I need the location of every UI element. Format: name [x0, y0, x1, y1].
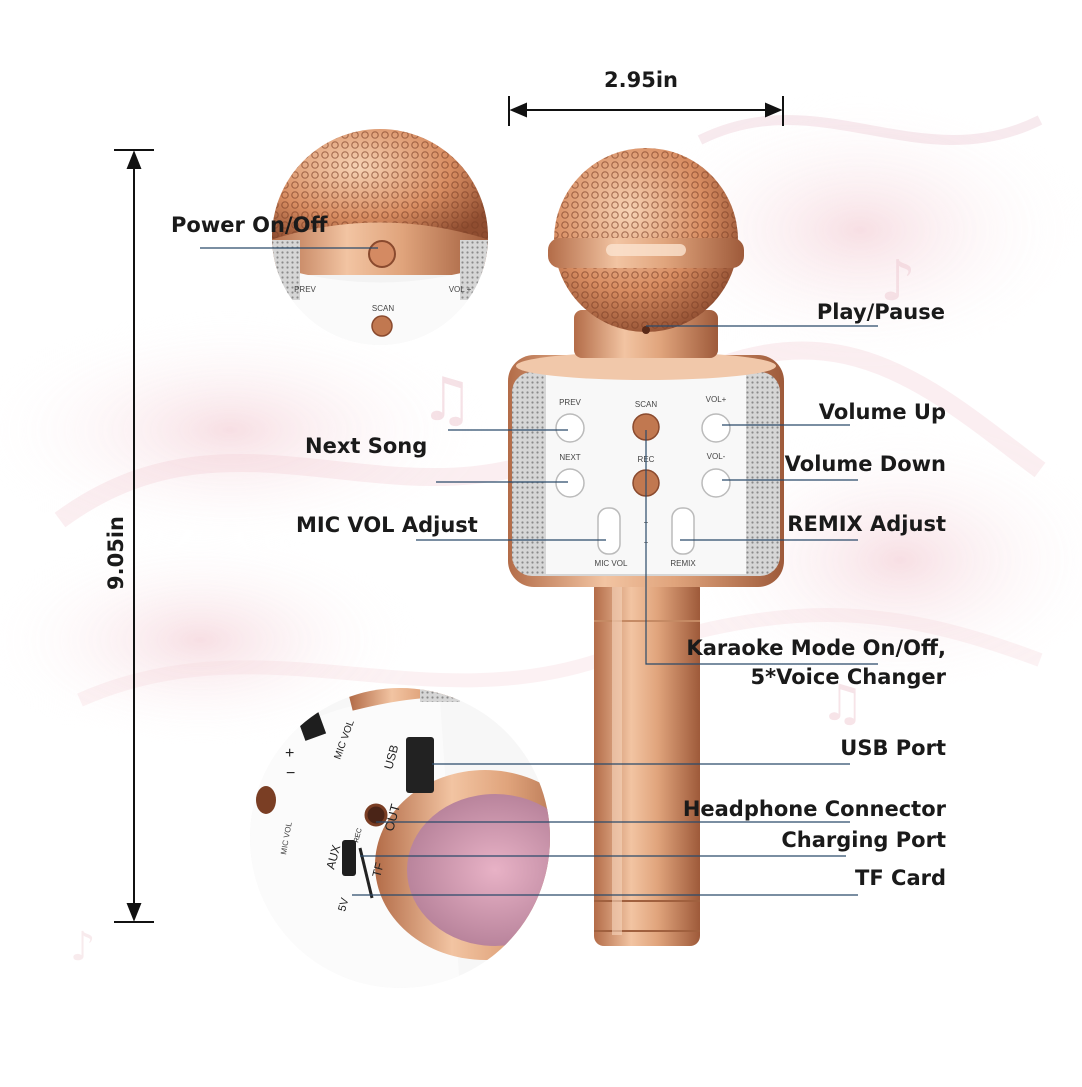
inset-prev-label: PREV — [294, 285, 316, 294]
callout-volume-up: Volume Up — [818, 400, 946, 424]
mic-vol-slider[interactable]: MIC VOL — [595, 507, 628, 568]
charging-port[interactable] — [342, 840, 356, 876]
callout-play-pause: Play/Pause — [816, 300, 945, 324]
callout-karaoke-line2: 5*Voice Changer — [750, 665, 946, 689]
mic-vol-label: MIC VOL — [595, 559, 628, 568]
height-dimension-arrow — [114, 149, 154, 923]
callout-remix-adjust: REMIX Adjust — [787, 512, 946, 536]
callout-next-song: Next Song — [305, 434, 428, 458]
callout-leader-lines — [200, 247, 878, 896]
volume-up-button[interactable]: VOL+ — [701, 395, 731, 443]
vol-minus-label: VOL- — [707, 452, 726, 461]
callout-karaoke-line1: Karaoke Mode On/Off, — [686, 636, 946, 660]
tf-label: TF — [369, 861, 386, 879]
callout-volume-down: Volume Down — [784, 452, 946, 476]
usb-port[interactable] — [406, 737, 434, 793]
music-note-icon: ♫ — [820, 674, 865, 732]
width-dimension-arrow — [508, 96, 784, 126]
aux-label: AUX — [323, 843, 343, 870]
remix-slider[interactable]: REMIX — [670, 507, 696, 568]
inset-power-button[interactable] — [368, 240, 396, 268]
background-waves: ♫ ♪ ♫ ♪ — [0, 90, 1082, 970]
next-label: NEXT — [559, 453, 580, 462]
volume-down-button[interactable]: VOL- — [701, 452, 731, 498]
five-v-label: 5V — [336, 896, 351, 913]
vol-plus-label: VOL+ — [706, 395, 727, 404]
out-label: OUT — [381, 802, 403, 832]
prev-label: PREV — [559, 398, 581, 407]
remix-label: REMIX — [670, 559, 696, 568]
usb-label: USB — [381, 743, 401, 770]
prev-button[interactable]: PREV — [555, 398, 585, 443]
rec-port-label: REC — [353, 827, 364, 843]
callout-charging: Charging Port — [781, 828, 946, 852]
music-note-icon: ♪ — [880, 249, 916, 314]
callout-tf-card: TF Card — [855, 866, 946, 890]
callout-mic-vol-adjust: MIC VOL Adjust — [296, 513, 478, 537]
microphone-handle — [594, 578, 700, 946]
callout-headphone: Headphone Connector — [682, 797, 946, 821]
power-switch[interactable] — [642, 326, 650, 334]
scan-label: SCAN — [635, 400, 657, 409]
next-button[interactable]: NEXT — [555, 453, 585, 498]
bottom-inset-closeup: USB OUT REC AUX TF 5V MIC VOL + − MIC VO… — [250, 688, 550, 988]
music-note-icon: ♪ — [70, 924, 96, 970]
headphone-jack[interactable] — [364, 803, 388, 827]
width-dimension-label: 2.95in — [604, 68, 678, 92]
bottom-plus-sign: + — [285, 745, 294, 762]
callout-usb-port: USB Port — [840, 736, 946, 760]
callout-power: Power On/Off — [171, 213, 328, 237]
bottom-minus-sign: − — [286, 765, 295, 782]
music-note-icon: ♫ — [420, 365, 474, 435]
inset-scan-label: SCAN — [372, 304, 394, 313]
height-dimension-label: 9.05in — [104, 516, 128, 590]
inset-vol-label: VOL + — [449, 285, 472, 294]
